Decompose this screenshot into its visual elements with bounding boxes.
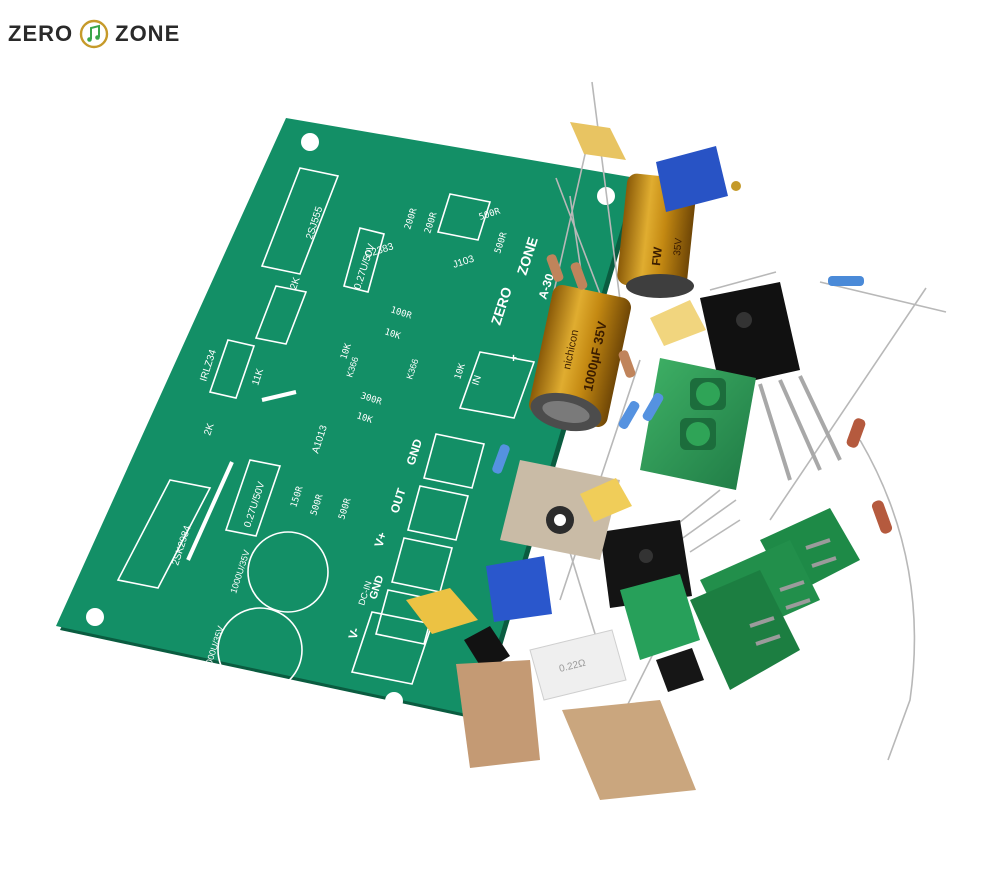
trimmer-potentiometer (656, 146, 741, 212)
film-capacitor (406, 588, 478, 634)
label-in: IN (470, 374, 484, 387)
power-transistor (700, 282, 842, 481)
label-10k-b: 10K (339, 342, 354, 361)
brand-word-left: ZERO (8, 21, 74, 46)
label-v-plus: V+ (372, 530, 390, 549)
cap-small-brand: FW (649, 246, 665, 267)
label-v-minus: V- (346, 626, 363, 641)
mounting-hole (301, 133, 319, 151)
label-10k-a: 10K (383, 327, 402, 342)
silkscreen (116, 167, 536, 693)
music-note-icon (79, 19, 109, 49)
tape-strips (456, 660, 696, 800)
label-11k: 11K (250, 367, 266, 387)
resistors (492, 254, 893, 534)
brand-word-right: ZONE (115, 21, 181, 46)
electrolytic-capacitor-large: nichicon 1000µF 35V (529, 284, 631, 432)
pin-header-terminal (620, 508, 860, 690)
mounting-hole (86, 608, 104, 626)
mounting-hole (385, 692, 403, 710)
electrolytic-capacitor-small: FW 35V (617, 173, 697, 298)
label-2k-a: 2K (288, 276, 302, 291)
label-10k-c: 10K (355, 411, 374, 426)
film-capacitor (570, 122, 626, 160)
film-capacitor (650, 300, 706, 346)
label-10k-d: 10K (453, 362, 468, 381)
cement-resistor: 0.22Ω (529, 629, 627, 701)
tab-transistor (500, 460, 620, 560)
film-capacitor (580, 478, 632, 522)
terminal-block (640, 358, 756, 490)
label-2k-b: 2K (202, 422, 216, 437)
trimmer-potentiometer (486, 556, 552, 622)
label-plus: + (510, 351, 517, 365)
cap-small-value: 35V (672, 237, 685, 256)
brand-logo: ZERO ZONE (8, 14, 180, 54)
